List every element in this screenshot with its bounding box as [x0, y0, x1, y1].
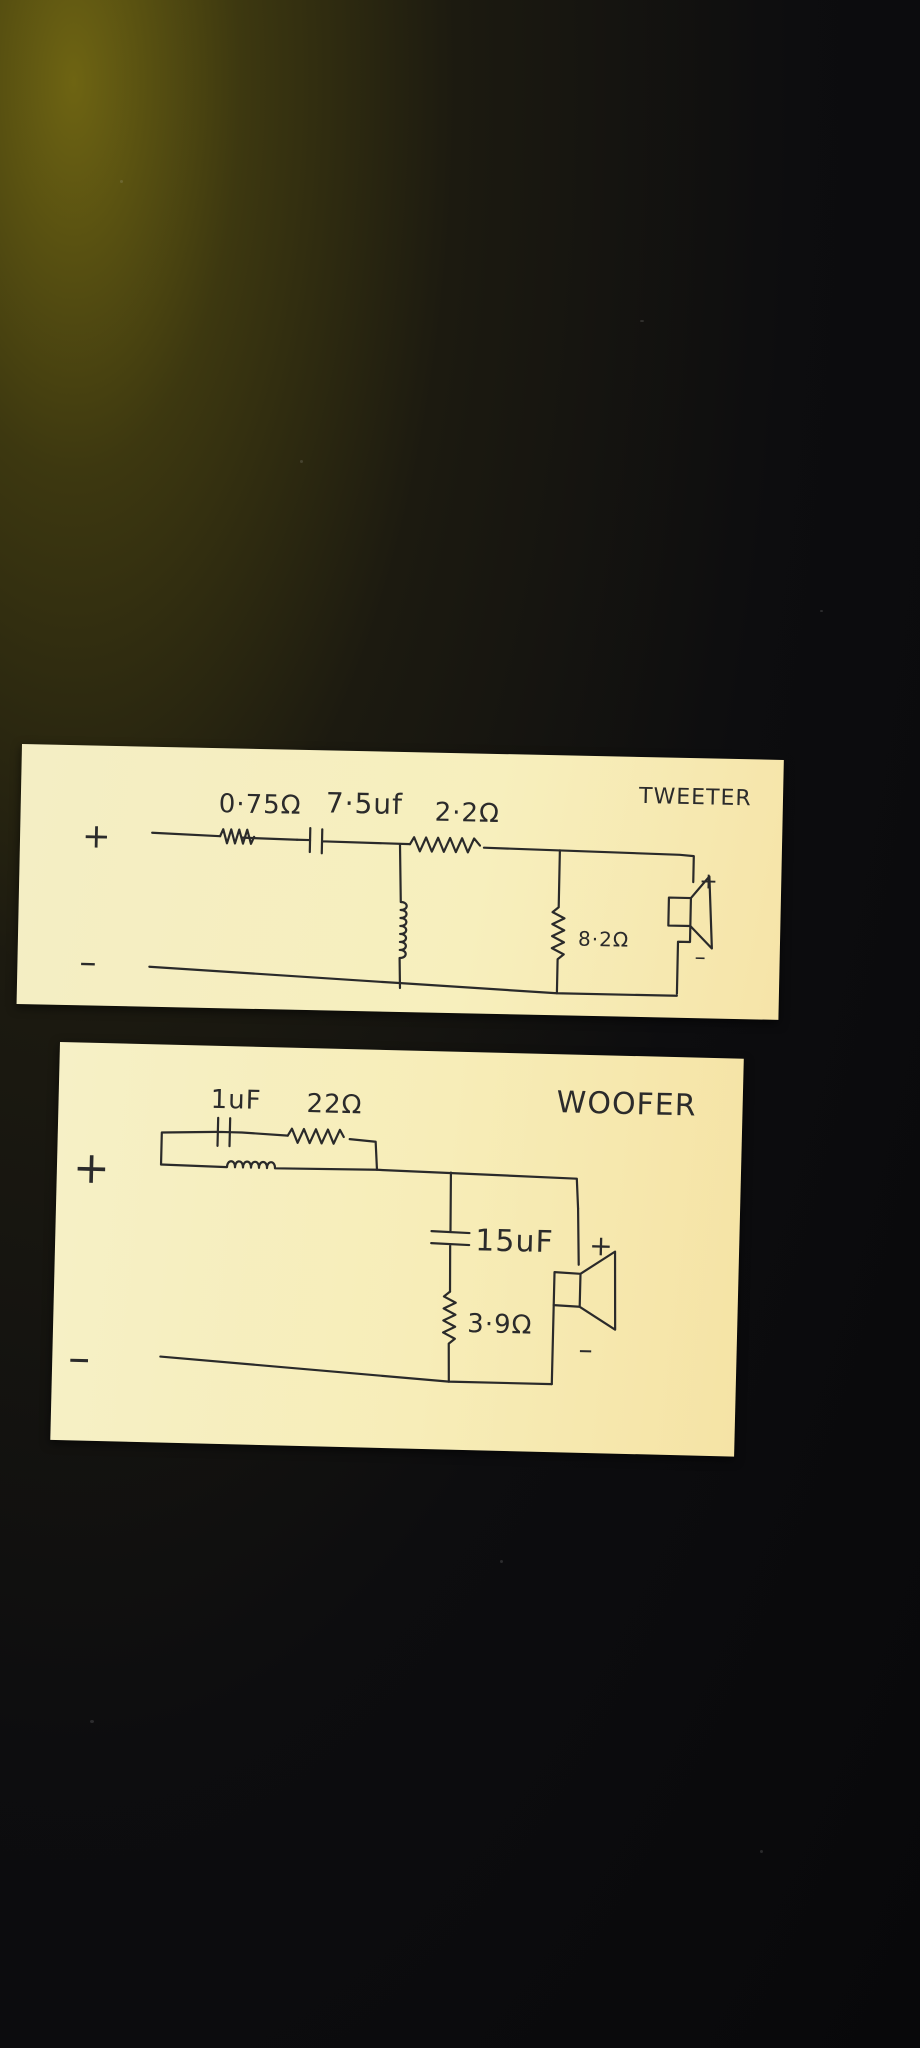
lint-speck: [90, 1720, 94, 1723]
woofer-inductor: [159, 1160, 580, 1210]
tweeter-label-8-2: 8·2Ω: [578, 927, 630, 952]
lint-speck: [820, 610, 823, 612]
tweeter-speaker-wire: [675, 924, 692, 995]
tweeter-speaker-minus: –: [694, 945, 707, 970]
lint-speck: [500, 1560, 503, 1563]
tweeter-top-wire: [151, 826, 695, 884]
woofer-schematic: + – 15uF 3·9Ω + – 1uF 22Ω WOOFER: [68, 1085, 697, 1386]
woofer-title: WOOFER: [556, 1085, 697, 1123]
woofer-capacitor-1uf: [216, 1116, 232, 1148]
woofer-label-22: 22Ω: [306, 1089, 363, 1120]
lint-speck: [640, 320, 644, 322]
woofer-capacitor-15uf: [430, 1171, 471, 1293]
tweeter-resistor-8-2: [550, 849, 566, 995]
lint-speck: [760, 1850, 763, 1853]
woofer-resistor-3-9: [441, 1290, 457, 1383]
tweeter-inductor: [398, 842, 408, 990]
woofer-speaker-minus: –: [578, 1333, 594, 1366]
woofer-bottom-wire: [159, 1355, 553, 1386]
tweeter-label-0-75: 0·75Ω: [218, 789, 301, 821]
woofer-top-branch: [159, 1130, 379, 1171]
woofer-label-1uf: 1uF: [210, 1085, 262, 1116]
lint-speck: [120, 180, 123, 183]
tweeter-plus-terminal: +: [82, 816, 112, 857]
woofer-speaker-wire: [550, 1207, 580, 1386]
tweeter-paper: + – 8·2Ω + – 0·75Ω 7·5uf 2·2Ω TWEETER: [16, 744, 784, 1020]
tweeter-label-2-2: 2·2Ω: [434, 798, 500, 829]
tweeter-resistor-0-75: [219, 828, 256, 845]
tweeter-schematic: + – 8·2Ω + – 0·75Ω 7·5uf 2·2Ω TWEETER: [79, 784, 752, 997]
tweeter-minus-terminal: –: [79, 942, 98, 982]
woofer-resistor-22: [286, 1127, 345, 1145]
tweeter-label-7-5: 7·5uf: [325, 786, 403, 821]
woofer-label-15uf: 15uF: [475, 1223, 554, 1260]
lint-speck: [300, 460, 303, 463]
tweeter-speaker-plus: +: [699, 869, 719, 894]
woofer-paper: + – 15uF 3·9Ω + – 1uF 22Ω WOOFER: [50, 1042, 744, 1457]
woofer-minus-terminal: –: [68, 1332, 92, 1384]
woofer-label-3-9: 3·9Ω: [467, 1309, 533, 1341]
woofer-plus-terminal: +: [72, 1142, 111, 1194]
woofer-speaker-plus: +: [589, 1229, 614, 1263]
tweeter-bottom-wire: [148, 965, 678, 997]
woofer-speaker-icon: [552, 1250, 617, 1331]
tweeter-title: TWEETER: [638, 784, 752, 811]
tweeter-resistor-2-2: [408, 836, 482, 854]
